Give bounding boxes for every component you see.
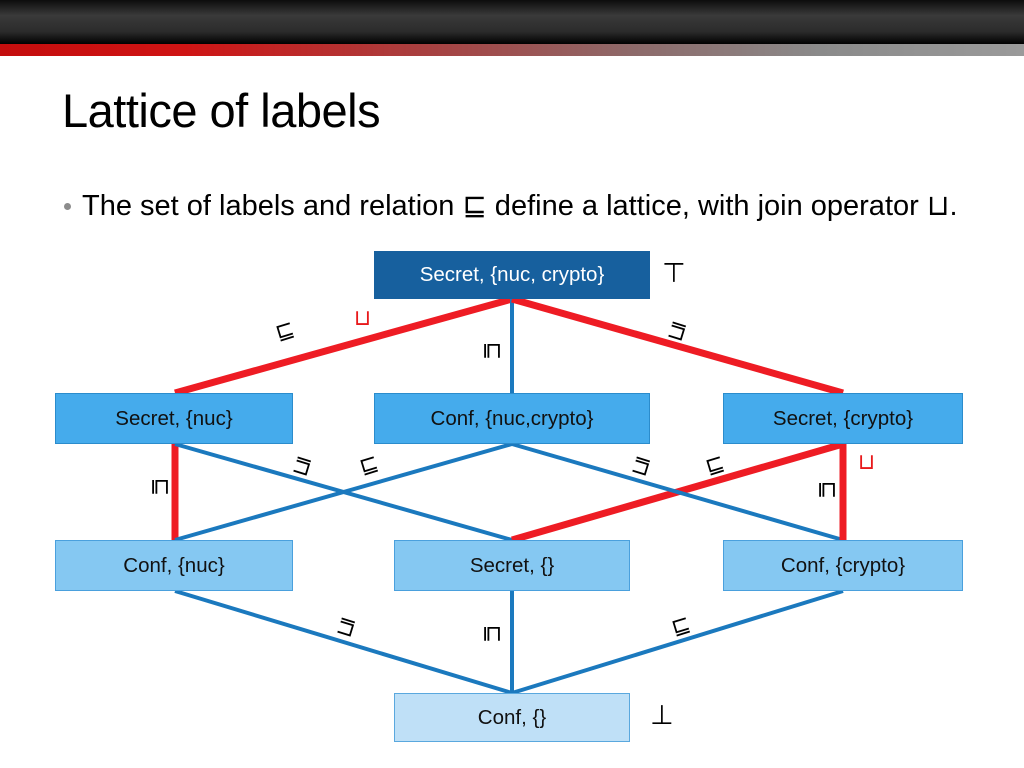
lattice-node-conf_nc[interactable]: Conf, {nuc,crypto} [374,393,650,444]
lattice-edge [174,442,513,542]
page-title: Lattice of labels [62,84,381,137]
lattice-node-secret_empty[interactable]: Secret, {} [394,540,630,591]
lattice-node-conf_cry[interactable]: Conf, {crypto} [723,540,963,591]
header-bar [0,0,1024,44]
lattice-edge [174,295,513,397]
lattice-edge [511,295,844,397]
header-accent-stripe [0,44,1024,56]
edge-label-lbl-10: ⊑ [815,480,841,500]
lattice-node-conf_nuc[interactable]: Conf, {nuc} [55,540,293,591]
edge-label-lbl-3: ⊑ [480,341,506,361]
edge-label-lbl-5: ⊑ [148,477,174,497]
bullet-item-text: The set of labels and relation ⊑ define … [82,190,958,222]
lattice-bottom-symbol: ⊥ [650,700,674,731]
bullet-list: The set of labels and relation ⊑ define … [60,186,960,227]
lattice-node-secret_cry[interactable]: Secret, {crypto} [723,393,963,444]
bullet-dot-icon [64,203,71,210]
lattice-top-symbol: ⊤ [662,258,686,289]
lattice-node-secret_nuc[interactable]: Secret, {nuc} [55,393,293,444]
lattice-edge [511,442,844,542]
lattice-node-top[interactable]: Secret, {nuc, crypto} [374,251,650,299]
edge-label-lbl-13: ⊑ [480,624,506,644]
edge-label-lbl-2: ⊔ [354,306,372,331]
lattice-edge [174,589,513,695]
lattice-edge [511,589,844,695]
edge-label-lbl-11: ⊔ [858,450,876,475]
lattice-node-bottom[interactable]: Conf, {} [394,693,630,742]
